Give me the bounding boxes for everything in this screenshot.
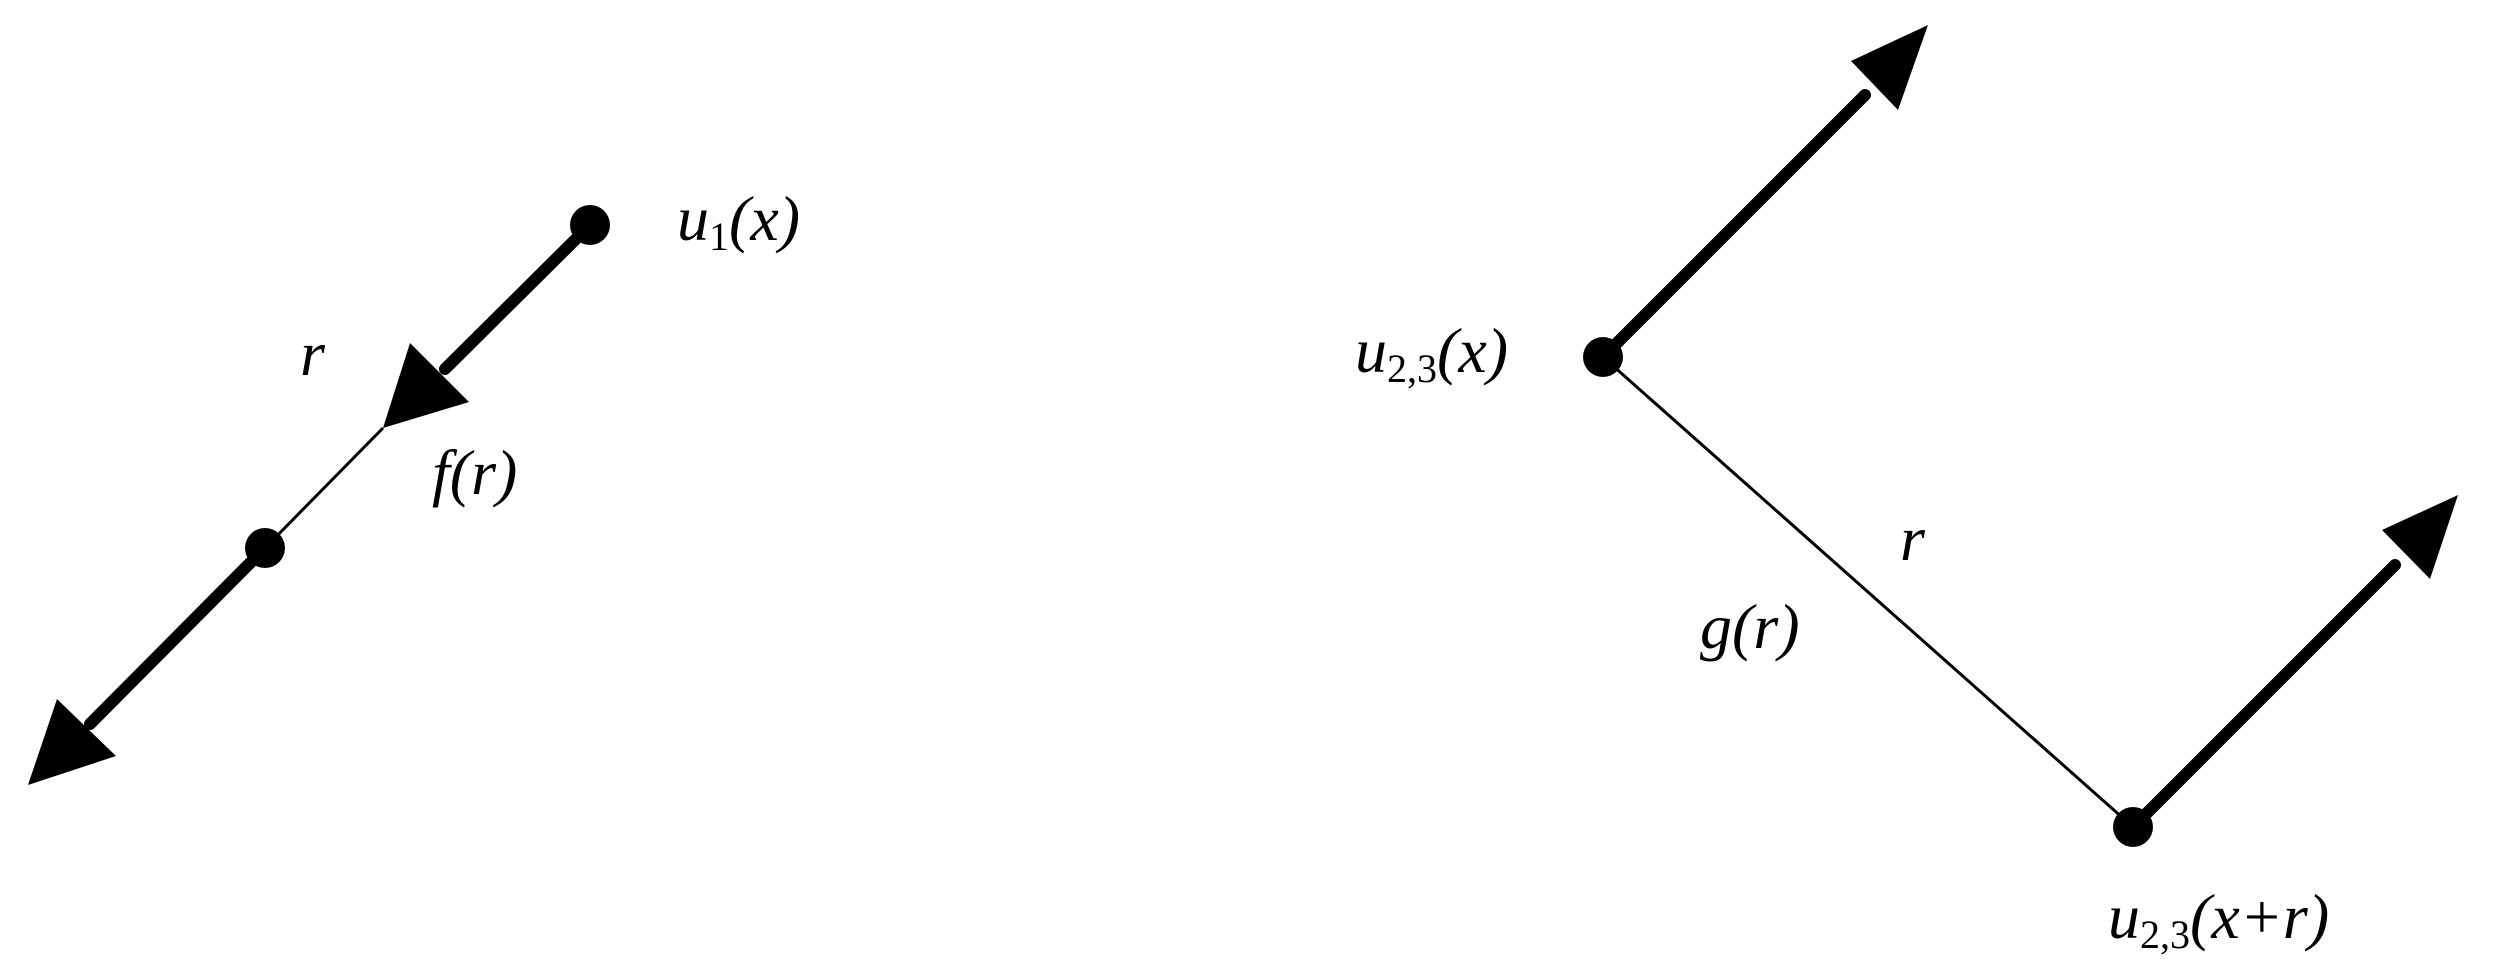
label-g-r: g(r) <box>1700 591 1800 662</box>
label-f-r: f(r) <box>432 437 517 508</box>
point-u23-x-plus-r <box>2113 807 2153 847</box>
separation-line-right <box>1602 355 2134 829</box>
velocity-arrowhead-point1 <box>1851 25 1928 110</box>
label-u23-x-plus-r: u2,3(x+r) <box>2108 881 2329 957</box>
right-panel-transverse: u2,3(x) r g(r) u2,3(x+r) <box>1355 25 2458 957</box>
point-u1-x <box>570 205 610 245</box>
left-panel-longitudinal: u1(x) r f(r) <box>28 183 800 785</box>
velocity-arrowhead-upper <box>383 343 469 428</box>
label-u23-x: u2,3(x) <box>1355 315 1508 391</box>
velocity-arrow-shaft-point1 <box>1597 89 1871 363</box>
velocity-arrow-shaft-lower <box>84 542 271 730</box>
label-r-left: r <box>300 318 326 389</box>
velocity-arrow-shaft-upper <box>439 219 596 375</box>
label-u1-x: u1(x) <box>677 183 800 259</box>
separation-line-left <box>263 426 385 550</box>
velocity-arrowhead-lower <box>28 699 116 785</box>
point-u1-x-plus-r <box>245 528 285 568</box>
point-u23-x <box>1583 337 1623 377</box>
label-r-right: r <box>1900 503 1926 574</box>
velocity-arrowhead-point2 <box>2382 495 2458 579</box>
velocity-arrow-shaft-point2 <box>2127 559 2401 833</box>
